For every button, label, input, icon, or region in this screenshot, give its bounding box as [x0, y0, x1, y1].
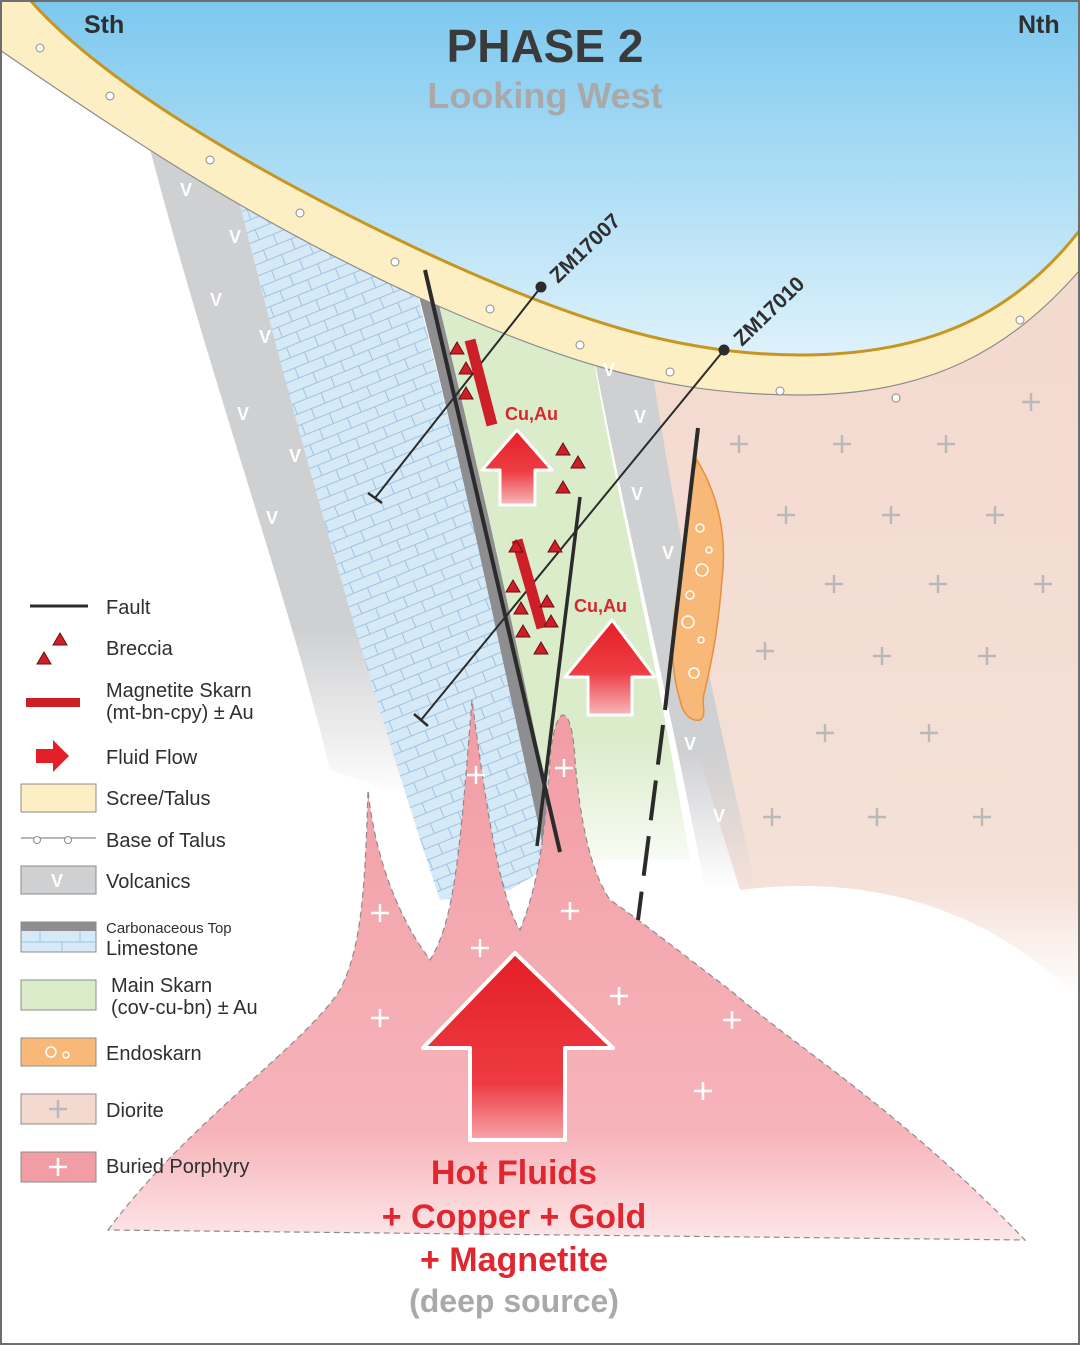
legend-fluid-flow-label: Fluid Flow: [106, 747, 198, 769]
svg-text:V: V: [229, 227, 241, 247]
volcanics-right-band: [590, 335, 755, 890]
legend-breccia-swatch: [36, 632, 68, 665]
limestone-band: [230, 165, 560, 900]
cu-au-label-upper: Cu,Au: [505, 404, 558, 424]
svg-text:V: V: [289, 446, 301, 466]
legend-porphyry-plus: [49, 1158, 67, 1176]
legend-scree-swatch: [20, 783, 97, 813]
svg-text:V: V: [237, 404, 249, 424]
drillhole-zm17007: [367, 281, 547, 505]
legend-base-talus-ticks: [33, 836, 72, 844]
diagram-title: PHASE 2: [447, 20, 644, 72]
legend-magnetite-swatch: [26, 698, 80, 707]
volcanics-left-band: [140, 110, 420, 800]
magnetite-skarn-lower: [511, 538, 548, 630]
fluid-flow-arrow-lower: [563, 618, 657, 717]
endoskarn-bubbles: [681, 523, 713, 679]
source-text-line4: (deep source): [409, 1283, 619, 1319]
fluid-flow-arrow-main: [421, 951, 615, 1142]
source-text-line1: Hot Fluids: [431, 1154, 597, 1192]
legend-volcanics-label: Volcanics: [106, 871, 191, 893]
legend-main-skarn-sub: (cov-cu-bn) ± Au: [111, 997, 258, 1019]
legend-carbonaceous-label: Carbonaceous Top: [106, 920, 232, 937]
diorite-body: [650, 245, 1080, 1000]
base-of-talus-ticks: [35, 43, 1025, 403]
svg-text:V: V: [684, 734, 696, 754]
svg-text:V: V: [713, 806, 725, 826]
buried-porphyry: [106, 699, 1027, 1241]
legend-porphyry-label: Buried Porphyry: [106, 1156, 249, 1178]
legend-diorite-plus: [49, 1100, 67, 1118]
svg-text:V: V: [662, 543, 674, 563]
diorite-plus-symbols: [730, 393, 1052, 826]
fault-right: [663, 427, 700, 711]
legend-main-skarn-swatch: [20, 979, 97, 1011]
legend-main-skarn-label: Main Skarn: [111, 975, 212, 997]
legend-magnetite-sub: (mt-bn-cpy) ± Au: [106, 702, 254, 724]
sky: [0, 0, 1080, 386]
legend-diorite-label: Diorite: [106, 1100, 164, 1122]
svg-text:V: V: [180, 180, 192, 200]
breccia-symbols: [449, 341, 586, 655]
legend-endoskarn-swatch: [20, 1037, 97, 1067]
legend-magnetite-label: Magnetite Skarn: [106, 680, 252, 702]
fluid-flow-arrow-upper: [480, 428, 554, 507]
legend: Fault Breccia Magnetite Skarn (mt-bn-cpy…: [20, 597, 258, 1183]
direction-label-north: Nth: [1018, 11, 1060, 39]
legend-volcanics-v: V: [51, 871, 63, 891]
fault-main: [423, 269, 562, 853]
magnetite-skarn-upper: [464, 338, 498, 427]
legend-scree-label: Scree/Talus: [106, 788, 211, 810]
drillhole-zm17010: [413, 344, 730, 727]
source-text-line3: + Magnetite: [420, 1241, 608, 1279]
fault-right-inferred: [636, 724, 665, 921]
legend-limestone-swatch: [20, 921, 97, 953]
legend-base-talus-label: Base of Talus: [106, 830, 226, 852]
talus-layer: [0, 0, 1080, 395]
talus-top-edge: [28, 0, 1080, 357]
legend-fluid-flow-swatch: [36, 740, 69, 772]
fault-secondary: [535, 496, 582, 847]
svg-text:V: V: [603, 360, 615, 380]
svg-text:V: V: [266, 508, 278, 528]
legend-diorite-swatch: [20, 1093, 97, 1125]
svg-text:V: V: [631, 484, 643, 504]
legend-fault-label: Fault: [106, 597, 151, 619]
volcanic-v-symbols: V V V V V V V V V V V V V: [180, 180, 725, 826]
porphyry-plus-symbols: [371, 759, 741, 1100]
source-text-line2: + Copper + Gold: [382, 1198, 646, 1236]
talus-base-edge: [0, 49, 1080, 396]
legend-breccia-label: Breccia: [106, 638, 174, 660]
svg-text:V: V: [210, 290, 222, 310]
carbonaceous-strip: [410, 262, 560, 855]
cu-au-label-lower: Cu,Au: [574, 596, 627, 616]
legend-endoskarn-bubbles: [45, 1046, 70, 1059]
diagram-subtitle: Looking West: [427, 75, 662, 116]
legend-endoskarn-label: Endoskarn: [106, 1043, 202, 1065]
legend-limestone-label: Limestone: [106, 938, 198, 960]
svg-text:V: V: [634, 407, 646, 427]
legend-volcanics-swatch: [20, 865, 97, 895]
direction-label-south: Sth: [84, 11, 124, 39]
svg-text:V: V: [259, 327, 271, 347]
